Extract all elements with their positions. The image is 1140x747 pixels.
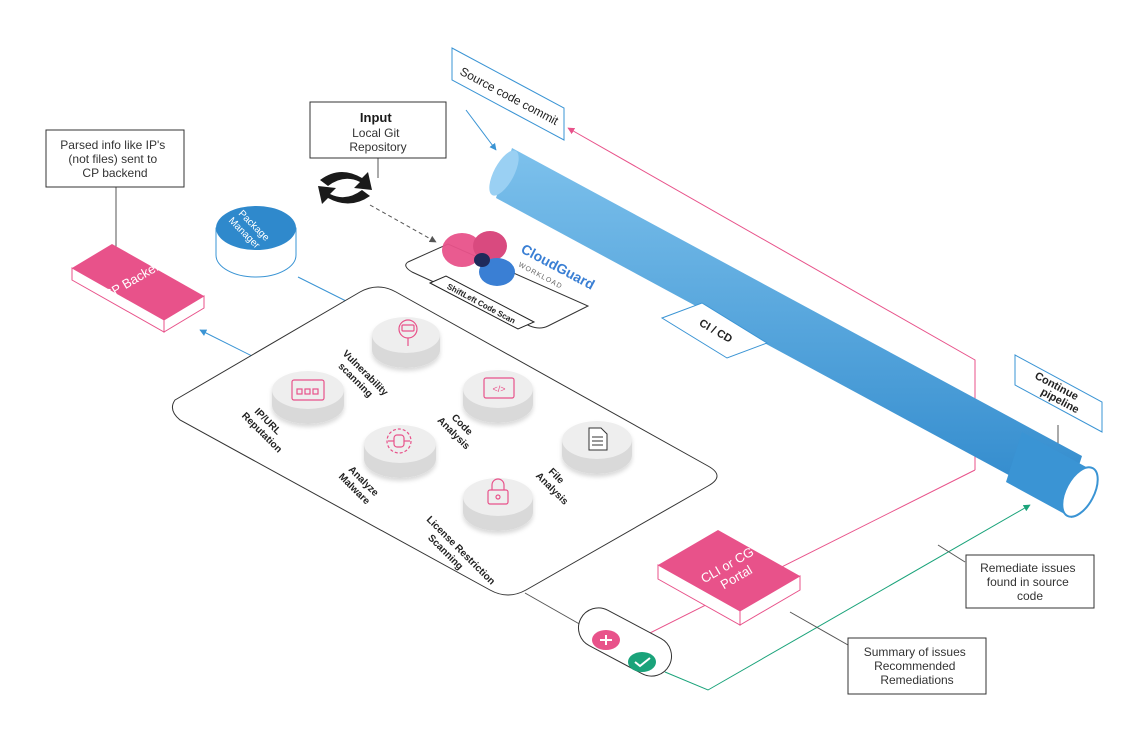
svg-text:Parsed info like IP's (n: Parsed info like IP's (not files) sent t… (60, 136, 169, 180)
portal-to-summary-line (789, 611, 849, 646)
svg-text:Summary of issues Recomm: Summary of issues Recommended Remediatio… (864, 643, 970, 687)
parsed-line2: (not files) sent to (68, 152, 157, 166)
source-commit-box (451, 47, 565, 141)
summary-line2: Recommended (874, 659, 955, 673)
license-disk (463, 478, 533, 531)
x-icon (592, 630, 620, 650)
parsed-line1: Parsed info like IP's (60, 138, 165, 152)
summary-line3: Remediations (880, 673, 953, 687)
input-callout: Input Local Git Repository (309, 101, 447, 159)
package-manager: Package Manager (215, 206, 297, 278)
cloudguard-logo (442, 231, 515, 286)
vulnerability-disk (372, 317, 440, 368)
result-pill (578, 607, 672, 677)
input-line3: Repository (349, 140, 406, 154)
summary-line1: Summary of issues (864, 645, 966, 659)
source-commit-callout: Source code commit (451, 47, 565, 141)
parsed-line3: CP backend (82, 166, 147, 180)
cicd-tag: CI / CD (660, 302, 769, 359)
remediate-line2: found in source (987, 575, 1069, 589)
parsed-info-callout: Parsed info like IP's (not files) sent t… (45, 129, 185, 188)
remediate-line3: code (1017, 589, 1043, 603)
cli-portal: CLI or CG Portal (657, 530, 801, 626)
continue-callout: Continue pipeline (1014, 354, 1103, 433)
input-title: Input (360, 110, 392, 125)
cicd-pipe (489, 148, 1099, 518)
malware-disk (364, 425, 436, 478)
svg-text:Input Local Git Re: Input Local Git Repository (349, 109, 406, 154)
file-icon (588, 427, 608, 451)
check-icon (628, 652, 656, 672)
code-disk (463, 370, 533, 423)
fail-connector (631, 469, 976, 643)
summary-callout: Summary of issues Recommended Remediatio… (847, 637, 987, 695)
github-icon (318, 171, 372, 204)
malware-icon (386, 428, 412, 454)
cp-backend: CP Backend (71, 244, 205, 333)
lock-icon (487, 478, 509, 505)
svg-text:Remediate issues found i: Remediate issues found in source code (980, 559, 1080, 603)
ip-url-disk (272, 371, 344, 424)
pass-connector (664, 504, 1031, 691)
remediate-callout: Remediate issues found in source code (965, 554, 1095, 609)
input-line2: Local Git (352, 126, 400, 140)
svg-text:</>: </> (492, 384, 505, 394)
browser-icon (291, 379, 325, 401)
repo-arrow (369, 204, 437, 243)
commit-arrow (465, 109, 497, 151)
remediate-line (937, 544, 966, 563)
scan-panel (171, 286, 718, 596)
code-icon: </> (483, 377, 515, 399)
remediate-line1: Remediate issues (980, 561, 1075, 575)
bug-search-icon (398, 319, 418, 346)
